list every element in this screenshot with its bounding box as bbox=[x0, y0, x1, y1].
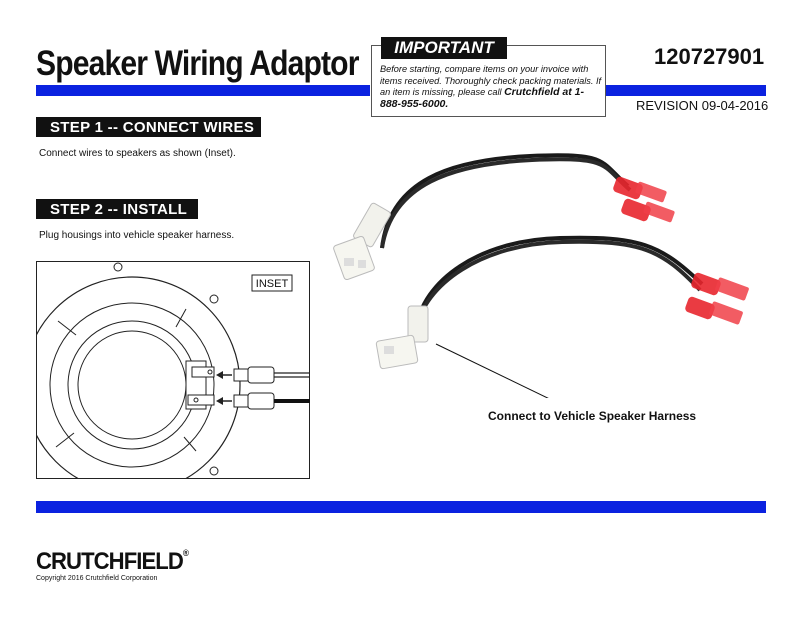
important-notice-text: Before starting, compare items on your i… bbox=[380, 64, 602, 110]
step1-heading: STEP 1 -- CONNECT WIRES bbox=[36, 117, 261, 137]
step2-instruction: Plug housings into vehicle speaker harne… bbox=[39, 230, 235, 241]
important-label: IMPORTANT bbox=[381, 37, 507, 59]
important-phone: Crutchfield at 1-888-955-6000. bbox=[380, 86, 585, 110]
inset-label: INSET bbox=[256, 278, 289, 290]
speaker-inset-diagram: INSET bbox=[36, 261, 310, 479]
footer-divider bbox=[36, 501, 766, 513]
crutchfield-logo: CRUTCHFIELD® bbox=[36, 548, 189, 576]
step1-instruction: Connect wires to speakers as shown (Inse… bbox=[39, 148, 236, 159]
header-divider-right bbox=[604, 85, 766, 96]
revision-date: REVISION 09-04-2016 bbox=[636, 98, 769, 113]
registered-mark: ® bbox=[182, 548, 189, 558]
header-divider-left bbox=[36, 85, 370, 96]
lower-red-terminals bbox=[685, 272, 749, 325]
step2-heading: STEP 2 -- INSTALL bbox=[36, 199, 198, 219]
important-body: Before starting, compare items on your i… bbox=[380, 64, 602, 97]
copyright-text: Copyright 2016 Crutchfield Corporation bbox=[36, 575, 158, 582]
logo-wordmark: CRUTCHFIELD bbox=[36, 548, 184, 575]
photo-caption: Connect to Vehicle Speaker Harness bbox=[488, 409, 697, 423]
upper-red-terminals bbox=[613, 176, 675, 223]
document-number: 120727901 bbox=[654, 44, 765, 69]
page-title: Speaker Wiring Adaptor bbox=[36, 44, 359, 83]
upper-plug-housing bbox=[333, 202, 391, 281]
lower-plug-housing bbox=[375, 305, 429, 370]
wiring-harness-photo bbox=[333, 153, 749, 398]
